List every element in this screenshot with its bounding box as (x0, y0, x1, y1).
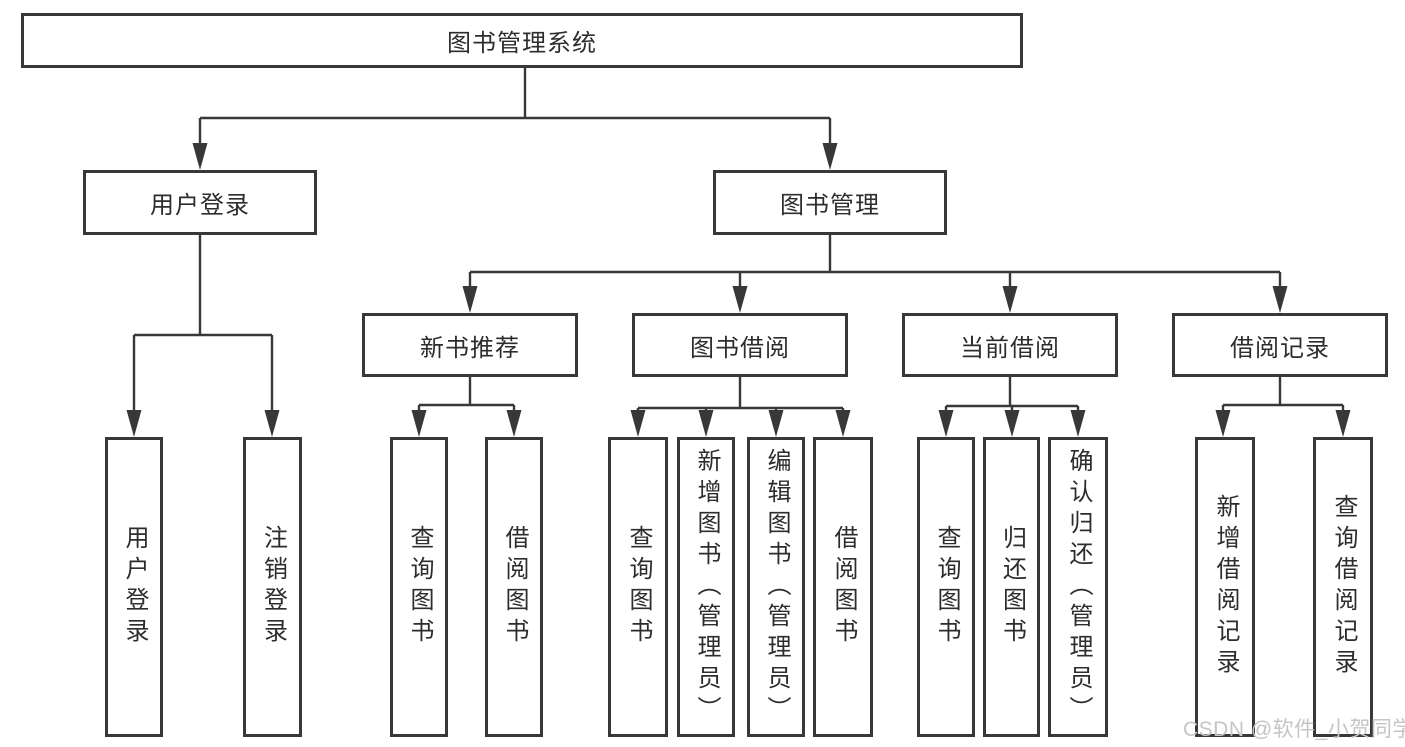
node-edit-books-admin: 编辑图书（管理员） (747, 437, 805, 737)
node-book-management: 图书管理 (713, 170, 947, 235)
node-borrow-books-recommend: 借阅图书 (485, 437, 543, 737)
node-new-book-recommendation: 新书推荐 (362, 313, 578, 377)
node-current-borrowing: 当前借阅 (902, 313, 1118, 377)
node-user-login-leaf: 用户登录 (105, 437, 163, 737)
node-borrow-books-borrowing: 借阅图书 (813, 437, 873, 737)
node-book-borrowing: 图书借阅 (632, 313, 848, 377)
node-library-management-system: 图书管理系统 (21, 13, 1023, 68)
node-borrowing-records: 借阅记录 (1172, 313, 1388, 377)
node-query-books-borrowing: 查询图书 (608, 437, 668, 737)
node-add-books-admin: 新增图书（管理员） (677, 437, 735, 737)
node-logout-leaf: 注销登录 (243, 437, 302, 737)
node-query-books-recommend: 查询图书 (390, 437, 448, 737)
node-user-login: 用户登录 (83, 170, 317, 235)
node-confirm-return-admin: 确认归还（管理员） (1048, 437, 1108, 737)
node-add-borrow-record: 新增借阅记录 (1195, 437, 1255, 737)
node-query-borrow-record: 查询借阅记录 (1313, 437, 1373, 737)
node-return-books: 归还图书 (983, 437, 1040, 737)
node-query-books-current: 查询图书 (917, 437, 975, 737)
